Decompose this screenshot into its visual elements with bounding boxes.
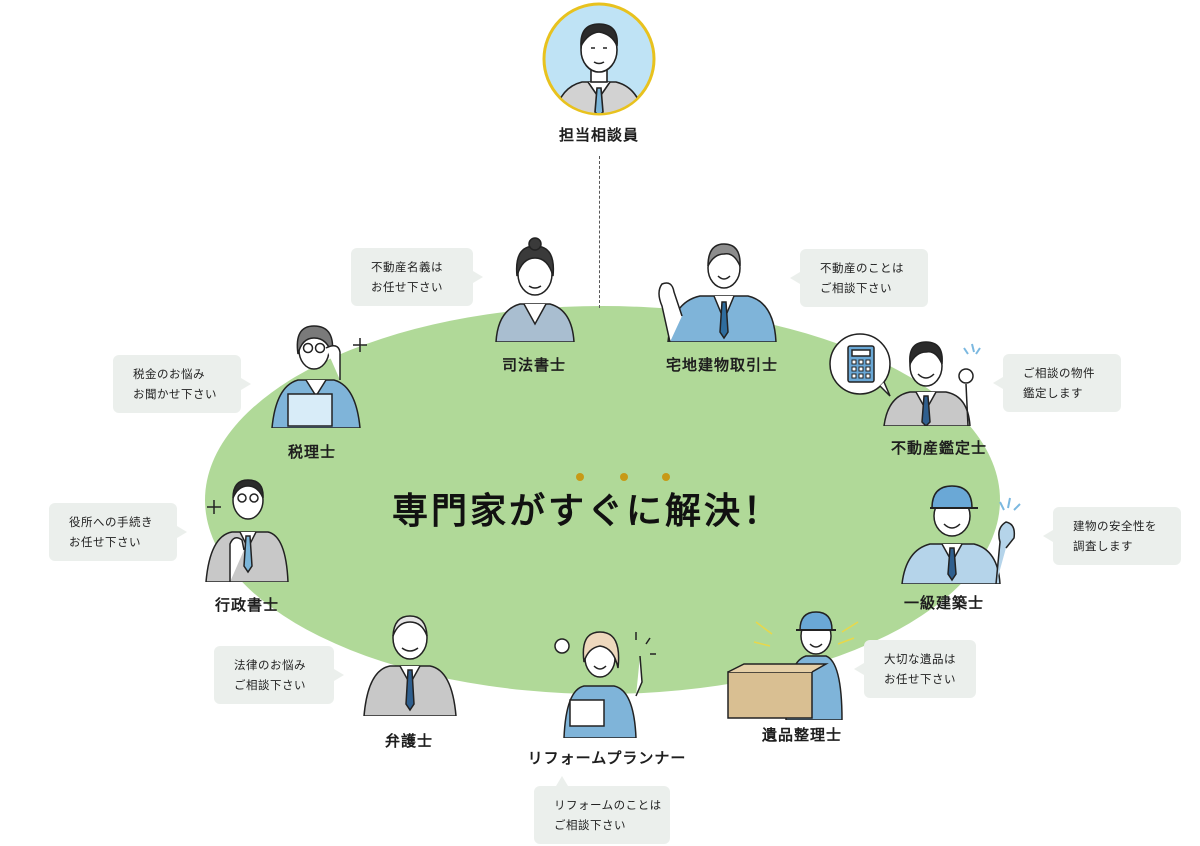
label-judicial-scrivener: 司法書士 xyxy=(501,356,567,374)
bubble-line: 法律のお悩み xyxy=(234,658,306,672)
man-glasses-suit-icon xyxy=(205,479,289,582)
person-architect xyxy=(898,478,1032,584)
bubble-judicial-scrivener: 不動産名義は お任せ下さい xyxy=(351,248,483,306)
bubble-architect: 建物の安全性を 調査します xyxy=(1043,507,1181,565)
woman-icon xyxy=(495,237,575,342)
label-estate-organizer: 遺品整理士 xyxy=(761,726,843,744)
bubble-line: 調査します xyxy=(1073,539,1133,553)
consultant-label: 担当相談員 xyxy=(558,126,640,144)
bubble-tax-accountant: 税金のお悩み お聞かせ下さい xyxy=(113,355,251,413)
worker-cap-icon xyxy=(901,485,1021,584)
man-suit-blue-icon xyxy=(658,243,777,342)
worker-box-icon xyxy=(727,611,859,720)
person-reform-planner xyxy=(550,626,658,738)
consultant-avatar xyxy=(542,2,656,116)
appraiser-calculator-icon xyxy=(829,333,981,426)
label-real-estate-agent: 宅地建物取引士 xyxy=(665,356,779,374)
bubble-line: 役所への手続き xyxy=(69,515,153,529)
label-real-estate-appraiser: 不動産鑑定士 xyxy=(890,439,988,457)
bubble-line: ご相談下さい xyxy=(820,281,892,295)
bubble-real-estate-appraiser: ご相談の物件 鑑定します xyxy=(993,354,1121,412)
bubble-reform-planner: リフォームのことは ご相談下さい xyxy=(534,776,670,844)
woman-clipboard-icon xyxy=(554,631,656,738)
bubble-line: 大切な遺品は xyxy=(884,652,956,666)
person-lawyer xyxy=(362,610,458,716)
bubble-line: お聞かせ下さい xyxy=(133,387,217,401)
connector-dashed-line xyxy=(599,156,600,308)
person-real-estate-appraiser xyxy=(828,330,988,426)
older-man-suit-icon xyxy=(363,615,457,716)
bubble-line: お任せ下さい xyxy=(69,535,141,549)
consultant-icon xyxy=(542,2,656,116)
bubble-line: 税金のお悩み xyxy=(133,367,205,381)
bubble-line: 不動産名義は xyxy=(371,260,443,274)
label-administrative-scrivener: 行政書士 xyxy=(214,596,280,614)
bubble-line: お任せ下さい xyxy=(884,672,956,686)
bubble-lawyer: 法律のお悩み ご相談下さい xyxy=(214,646,344,704)
label-lawyer: 弁護士 xyxy=(384,732,434,750)
person-administrative-scrivener xyxy=(200,474,290,582)
label-tax-accountant: 税理士 xyxy=(287,443,337,461)
label-architect: 一級建築士 xyxy=(903,594,985,612)
emphasis-dot xyxy=(662,473,670,481)
bubble-line: ご相談下さい xyxy=(234,678,306,692)
bubble-real-estate-agent: 不動産のことは ご相談下さい xyxy=(790,249,928,307)
bubble-estate-organizer: 大切な遺品は お任せ下さい xyxy=(854,640,976,698)
person-judicial-scrivener xyxy=(490,236,580,342)
bubble-line: 建物の安全性を xyxy=(1073,519,1157,533)
bubble-line: 不動産のことは xyxy=(820,261,904,275)
bubble-line: リフォームのことは xyxy=(554,798,662,812)
main-title: 専門家がすぐに解決！ xyxy=(392,491,783,532)
person-estate-organizer xyxy=(726,608,864,720)
bubble-administrative-scrivener: 役所への手続き お任せ下さい xyxy=(49,503,187,561)
person-tax-accountant xyxy=(268,320,372,428)
label-reform-planner: リフォームプランナー xyxy=(527,749,687,767)
woman-glasses-document-icon xyxy=(271,325,367,428)
bubble-line: ご相談の物件 xyxy=(1023,366,1095,380)
bubble-line: お任せ下さい xyxy=(371,280,443,294)
emphasis-dot xyxy=(620,473,628,481)
emphasis-dot xyxy=(576,473,584,481)
bubble-line: ご相談下さい xyxy=(554,818,626,832)
person-real-estate-agent xyxy=(648,236,778,342)
bubble-line: 鑑定します xyxy=(1023,386,1083,400)
